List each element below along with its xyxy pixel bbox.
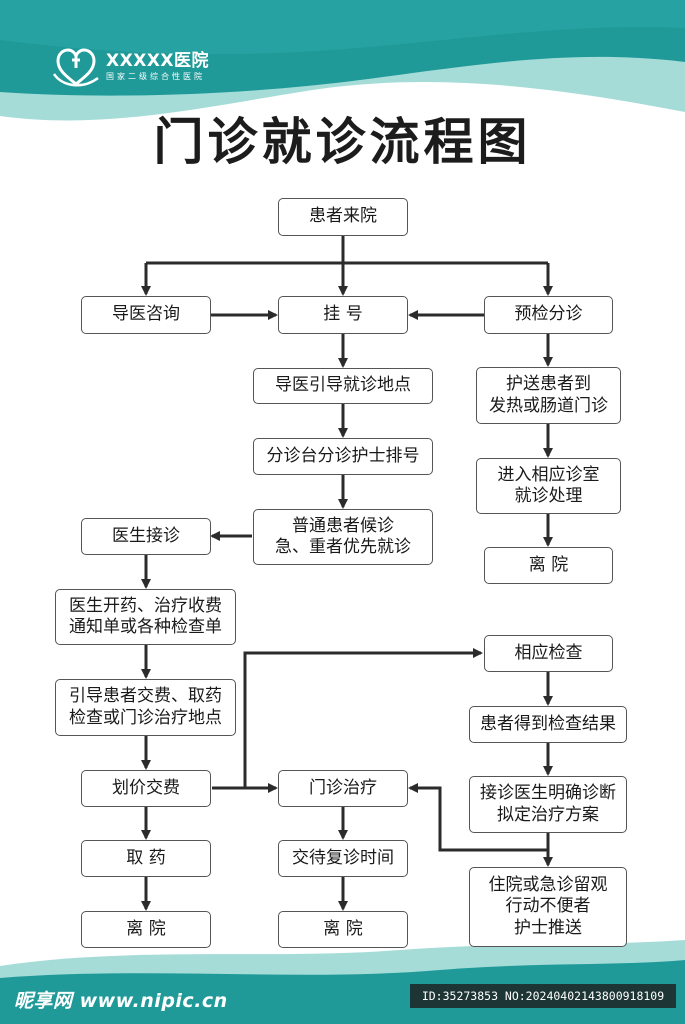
node-exam: 相应检查 (484, 635, 613, 672)
watermark-site: 昵享网 www.nipic.cn (14, 990, 228, 1012)
node-follow-up: 交待复诊时间 (278, 840, 408, 877)
watermark-id: ID:35273853 NO:20240402143800918109 (410, 984, 676, 1008)
node-leave-1: 离 院 (484, 547, 613, 584)
node-guide-pay: 引导患者交费、取药 检查或门诊治疗地点 (55, 679, 236, 736)
node-pay: 划价交费 (81, 770, 211, 807)
page-title: 门诊就诊流程图 (153, 113, 532, 171)
node-prescribe: 医生开药、治疗收费 通知单或各种检查单 (55, 589, 236, 645)
node-register: 挂 号 (278, 296, 408, 334)
node-escort-fever: 护送患者到 发热或肠道门诊 (476, 367, 621, 424)
node-enter-room: 进入相应诊室 就诊处理 (476, 458, 621, 514)
node-arrive: 患者来院 (278, 198, 408, 236)
header-wave-top (0, 0, 685, 55)
hospital-name: XXXXX医院 (106, 51, 210, 71)
node-hospitalize: 住院或急诊留观 行动不便者 护士推送 (469, 867, 627, 947)
node-pre-check: 预检分诊 (484, 296, 613, 334)
arrow-pay-to-exam (243, 648, 483, 788)
node-get-result: 患者得到检查结果 (469, 706, 627, 743)
node-get-medicine: 取 药 (81, 840, 211, 877)
hospital-subtitle: 国家二级综合性医院 (106, 72, 205, 81)
arrow-diagnose-to-treat (408, 783, 548, 852)
footer-wave-dark (0, 960, 685, 1024)
node-guide-consult: 导医咨询 (81, 296, 211, 334)
node-leave-2: 离 院 (81, 911, 211, 948)
node-doctor-receive: 医生接诊 (81, 518, 211, 555)
node-diagnose: 接诊医生明确诊断 拟定治疗方案 (469, 776, 627, 833)
node-leave-3: 离 院 (278, 911, 408, 948)
node-priority: 普通患者候诊 急、重者优先就诊 (253, 509, 433, 565)
node-outpatient-treat: 门诊治疗 (278, 770, 408, 807)
hospital-logo-icon (52, 48, 99, 87)
node-triage-queue: 分诊台分诊护士排号 (253, 438, 433, 475)
node-guide-to-site: 导医引导就诊地点 (253, 368, 433, 404)
